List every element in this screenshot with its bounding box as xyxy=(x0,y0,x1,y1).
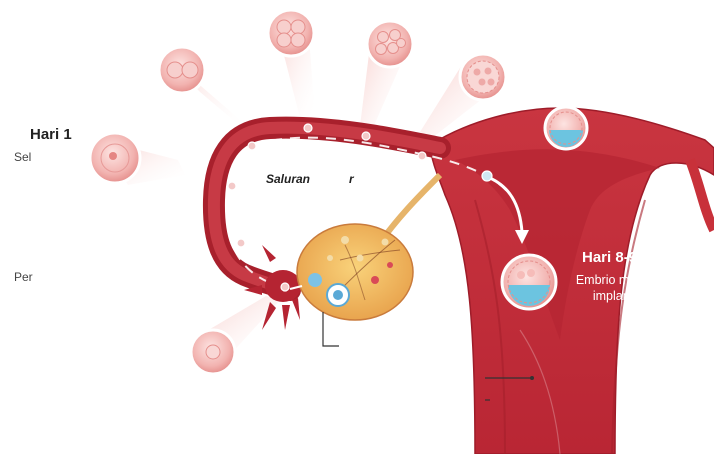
four-cell-stage-icon xyxy=(268,10,314,56)
two-cell-stage-icon xyxy=(159,47,205,93)
unfertilized-egg-icon xyxy=(191,330,235,374)
day89-caption-line2: implantasi xyxy=(565,289,677,304)
morula-stage-icon xyxy=(460,54,506,100)
day1-title: Hari 1 xyxy=(30,126,72,143)
tube-label-tail: r xyxy=(349,172,354,186)
zygote-stage-icon xyxy=(90,133,140,183)
ovary xyxy=(297,224,413,320)
day89-title: Hari 8-9 xyxy=(582,249,637,266)
implanting-blastocyst-icon xyxy=(502,255,556,309)
left-middle-label: Per xyxy=(14,270,33,284)
tube-label: Saluran xyxy=(266,172,310,186)
eight-cell-stage-icon xyxy=(367,21,413,67)
day89-caption-line1: Embrio memulai xyxy=(565,273,677,288)
early-blastocyst-stage-icon xyxy=(545,107,587,149)
day1-subtitle: Sel xyxy=(14,150,31,164)
